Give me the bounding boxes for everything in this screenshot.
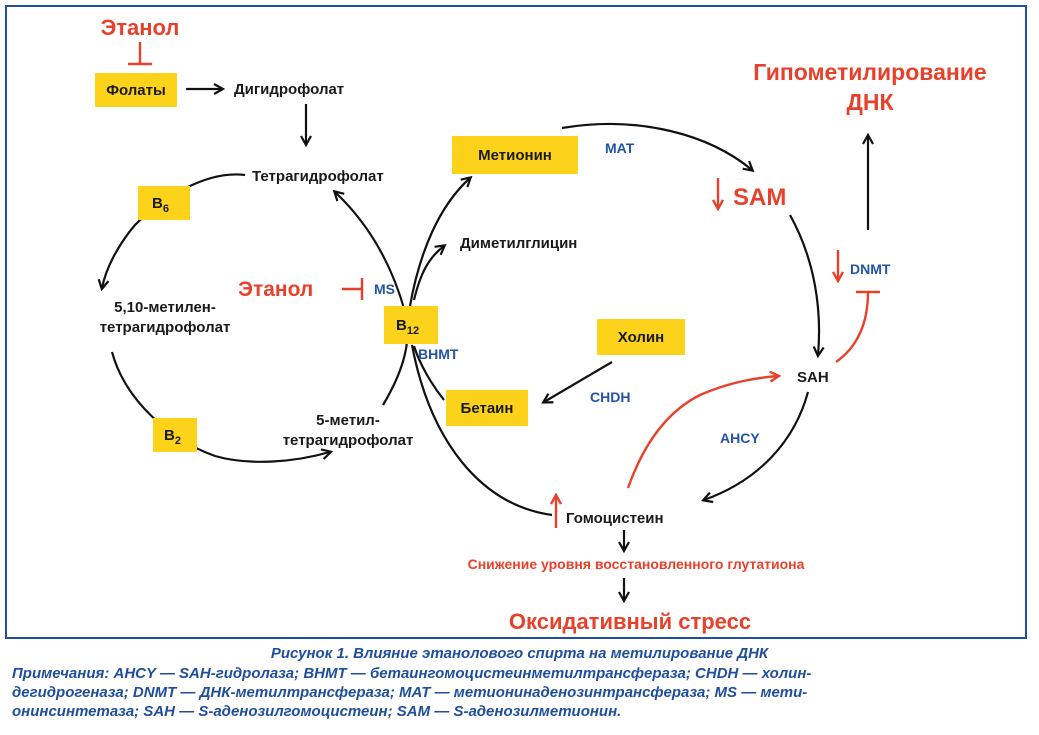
arrow-ms-to-thf	[335, 192, 407, 313]
line-betaine-to-b12	[412, 345, 445, 401]
ms-enzyme-label: MS	[374, 281, 395, 297]
ethanol-top-label: Этанол	[101, 15, 180, 40]
arrow-b12-to-methionine	[408, 178, 470, 307]
notes-line-1: Примечания: AHCY — SAH-гидролаза; BHMT —…	[12, 665, 812, 682]
dnmt-enzyme-label: DNMT	[850, 261, 891, 277]
dihydrofolate-label: Дигидрофолат	[234, 81, 344, 98]
sam-label: SAM	[733, 184, 786, 211]
bhmt-enzyme-label: BHMT	[418, 346, 459, 362]
betaine-label: Бетаин	[461, 400, 514, 417]
dimethylglycine-label: Диметилглицин	[460, 235, 577, 252]
ethanol-ms-label: Этанол	[238, 278, 313, 301]
svg-text:B2: B2	[164, 427, 181, 447]
diagram-frame	[5, 5, 1027, 639]
arc-methionine-to-sam	[561, 122, 752, 170]
methylation-diagram: Этанол Фолаты Дигидрофолат Тетрагидрофол…	[95, 15, 987, 634]
line-methylthf-to-b12	[382, 341, 409, 406]
methylene-thf-line1: 5,10-метилен-	[114, 299, 216, 316]
methyl-thf-line2: тетрагидрофолат	[283, 432, 414, 449]
methylene-thf-line2: тетрагидрофолат	[100, 319, 231, 336]
notes-line-3: онинсинтетаза; SAH — S-аденозилгомоцисте…	[12, 703, 622, 720]
arc-homocysteine-to-b12	[410, 344, 553, 517]
folates-label: Фолаты	[106, 82, 166, 99]
svg-text:B12: B12	[396, 317, 419, 337]
choline-box: Холин	[597, 319, 685, 355]
arc-methylene-to-methylthf	[110, 351, 330, 463]
arc-thf-to-methylene	[102, 173, 246, 288]
inhibition-ethanol-ms	[342, 278, 364, 300]
inhibition-sah-dnmt	[835, 290, 880, 363]
b2-box: B2	[153, 418, 197, 452]
arc-sah-to-homocysteine	[704, 391, 810, 500]
methionine-label: Метионин	[478, 147, 552, 164]
figure-notes: Примечания: AHCY — SAH-гидролаза; BHMT —…	[12, 664, 1027, 721]
methyl-thf-line1: 5-метил-	[316, 412, 380, 429]
folates-box: Фолаты	[95, 73, 177, 107]
svg-text:B6: B6	[152, 195, 169, 215]
betaine-box: Бетаин	[446, 390, 528, 426]
arrow-choline-to-betaine	[544, 361, 613, 402]
figure-caption: Рисунок 1. Влияние этанолового спирта на…	[270, 645, 769, 662]
sah-label: SAH	[797, 369, 829, 386]
arrow-to-dimethylglycine	[412, 246, 444, 301]
b6-box: B6	[138, 186, 190, 220]
inhibition-ethanol-folates	[128, 42, 152, 66]
mat-enzyme-label: MAT	[605, 140, 635, 156]
arrow-homocysteine-to-sah	[626, 376, 778, 489]
glutathione-label: Снижение уровня восстановленного глутати…	[468, 556, 805, 572]
ahcy-enzyme-label: AHCY	[720, 430, 760, 446]
methionine-box: Метионин	[452, 136, 578, 174]
hypomethylation-line1: Гипометилирование	[753, 59, 986, 85]
arc-sam-to-sah	[789, 214, 819, 355]
hypomethylation-line2: ДНК	[846, 89, 894, 115]
b12-box: B12	[384, 306, 438, 344]
homocysteine-label: Гомоцистеин	[566, 510, 664, 527]
oxidative-stress-label: Оксидативный стресс	[509, 609, 751, 634]
choline-label: Холин	[618, 329, 664, 346]
chdh-enzyme-label: CHDH	[590, 389, 630, 405]
tetrahydrofolate-label: Тетрагидрофолат	[252, 168, 384, 185]
notes-line-2: дегидрогеназа; DNMT — ДНК-метилтрансфера…	[12, 684, 808, 701]
